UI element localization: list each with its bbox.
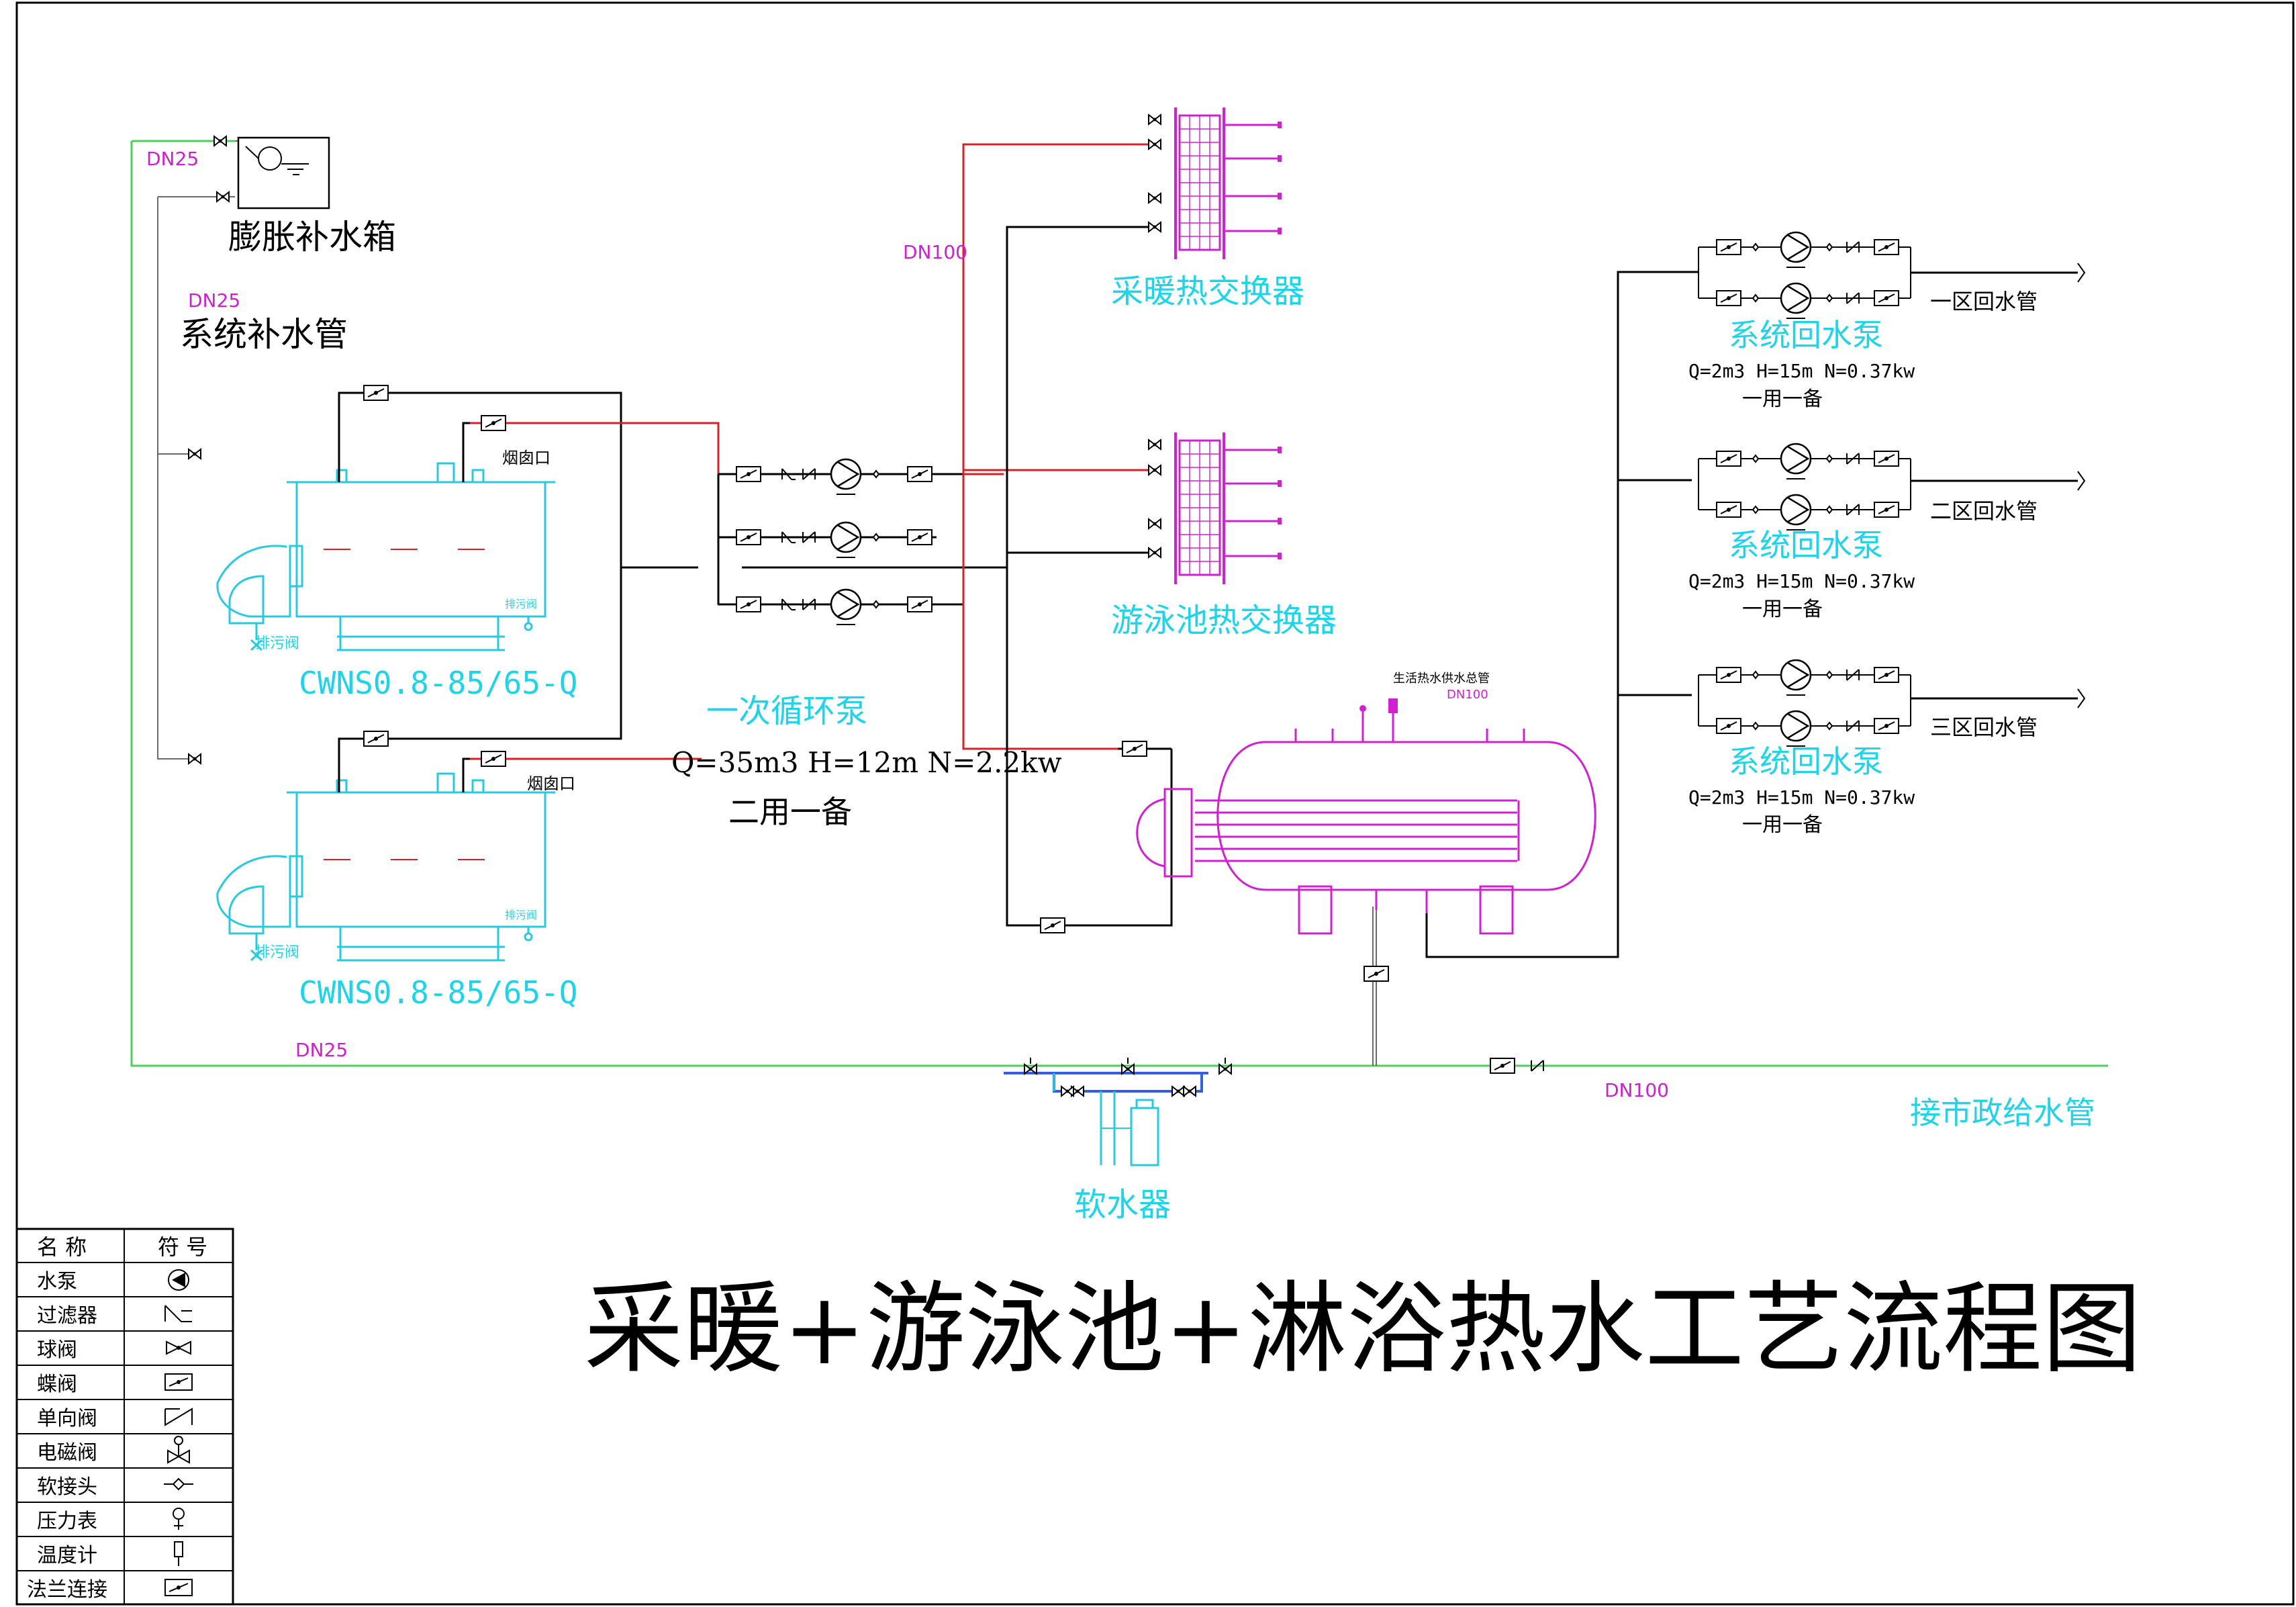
return-pump-2-mode: 一用一备 xyxy=(1742,598,1823,621)
pump-symbol-icon xyxy=(168,1269,189,1291)
makeup-water-pipes xyxy=(130,136,2108,1067)
diagram-title: 采暖+游泳池+淋浴热水工艺流程图 xyxy=(584,1271,2142,1387)
butterfly-valve-symbol-icon xyxy=(164,1373,193,1391)
legend-row-label: 水泵 xyxy=(37,1270,77,1293)
softener-label: 软水器 xyxy=(1074,1186,1171,1224)
filter-symbol-icon xyxy=(164,1305,192,1322)
primary-pump-mode: 二用一备 xyxy=(728,794,852,830)
return-pump-set-3 xyxy=(1699,660,2086,746)
check-valve-symbol-icon xyxy=(164,1408,193,1426)
expansion-tank xyxy=(237,136,330,210)
main-risers xyxy=(962,143,1173,933)
legend-row-label: 温度计 xyxy=(37,1544,97,1567)
return-pump-1-mode: 一用一备 xyxy=(1742,387,1823,411)
flue-2-label: 烟囱口 xyxy=(527,774,575,793)
return-pump-1-spec: Q=2m3 H=15m N=0.37kw xyxy=(1688,360,1915,382)
city-water-label: 接市政给水管 xyxy=(1910,1095,2095,1131)
pool-heat-exchanger xyxy=(1148,431,1283,586)
legend-row-label: 蝶阀 xyxy=(37,1373,77,1396)
boiler-2: 烟囱口 排污阀 排污阀 CWNS0.8-85/65-Q xyxy=(216,567,702,1011)
zone-3-return-label: 三区回水管 xyxy=(1930,715,2038,740)
boiler-1-model: CWNS0.8-85/65-Q xyxy=(299,665,577,701)
return-pump-3-label: 系统回水泵 xyxy=(1729,743,1883,780)
drawing-frame xyxy=(15,1,2295,1606)
expansion-tank-label: 膨胀补水箱 xyxy=(228,218,396,257)
dn25-label-bottom: DN25 xyxy=(295,1039,348,1061)
drain-valve-2-label: 排污阀 xyxy=(255,944,299,961)
return-pump-set-2 xyxy=(1699,444,2086,530)
return-pump-2-label: 系统回水泵 xyxy=(1729,527,1883,563)
primary-pump-group xyxy=(621,422,1007,626)
return-pump-2-spec: Q=2m3 H=15m N=0.37kw xyxy=(1688,570,1915,592)
legend-row-label: 单向阀 xyxy=(37,1407,97,1430)
boiler-1: 烟囱口 排污阀 排污阀 CWNS0.8-85/65-Q xyxy=(216,385,624,701)
legend-header-symbol: 符 号 xyxy=(158,1234,207,1260)
legend-header-name: 名 称 xyxy=(37,1234,87,1260)
dn100-label-riser: DN100 xyxy=(903,241,967,263)
flue-1-label: 烟囱口 xyxy=(502,449,551,467)
primary-pump-spec: Q=35m3 H=12m N=2.2kw xyxy=(671,746,1062,779)
water-softener xyxy=(1004,1058,1232,1166)
makeup-pipe-label: 系统补水管 xyxy=(180,315,348,354)
solenoid-valve-symbol-icon xyxy=(167,1436,190,1464)
drain-valve-1-label: 排污阀 xyxy=(255,635,299,652)
heating-heat-exchanger xyxy=(1148,106,1283,261)
domestic-hot-water-tank xyxy=(1136,271,1692,1066)
ball-valve-symbol-icon xyxy=(166,1340,191,1355)
legend-row-label: 过滤器 xyxy=(37,1304,97,1328)
zone-2-return-label: 二区回水管 xyxy=(1930,498,2038,524)
legend-row-label: 法兰连接 xyxy=(27,1578,107,1602)
return-pump-3-spec: Q=2m3 H=15m N=0.37kw xyxy=(1688,786,1915,809)
dn100-label-city: DN100 xyxy=(1605,1079,1669,1101)
pressure-gauge-symbol-icon xyxy=(173,1508,185,1530)
legend-row-label: 软接头 xyxy=(37,1475,97,1499)
return-pump-3-mode: 一用一备 xyxy=(1742,813,1823,837)
flexible-joint-symbol-icon xyxy=(164,1477,193,1491)
pool-hx-label: 游泳池热交换器 xyxy=(1111,602,1337,639)
thermometer-symbol-icon xyxy=(174,1541,183,1566)
domestic-supply-note: 生活热水供水总管 xyxy=(1393,672,1490,686)
return-pump-set-1 xyxy=(1692,232,2086,318)
legend-row-label: 电磁阀 xyxy=(37,1441,97,1465)
symbol-legend: 名 称 符 号 水泵 过滤器 球阀 蝶阀 单向阀 电磁阀 软接头 压力表 温度计… xyxy=(15,1228,234,1606)
dn25-label-top: DN25 xyxy=(146,148,199,170)
dn100-label-tank: DN100 xyxy=(1447,688,1488,702)
blowdown-1-label: 排污阀 xyxy=(505,598,537,610)
return-pump-1-label: 系统回水泵 xyxy=(1729,317,1883,353)
primary-pump-2 xyxy=(736,521,932,559)
primary-pump-3 xyxy=(736,588,932,626)
zone-1-return-label: 一区回水管 xyxy=(1930,289,2038,314)
primary-pump-1 xyxy=(736,458,932,496)
boiler-2-model: CWNS0.8-85/65-Q xyxy=(299,974,577,1011)
flange-symbol-icon xyxy=(164,1579,193,1596)
primary-pump-label: 一次循环泵 xyxy=(706,692,867,730)
legend-row-label: 球阀 xyxy=(37,1338,77,1362)
blowdown-2-label: 排污阀 xyxy=(505,909,537,921)
dn25-label-makeup: DN25 xyxy=(188,289,240,312)
legend-row-label: 压力表 xyxy=(37,1510,97,1533)
heating-hx-label: 采暖热交换器 xyxy=(1111,273,1304,310)
